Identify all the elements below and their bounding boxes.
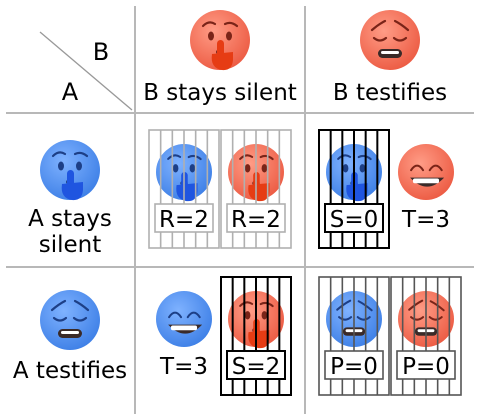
row-header-label-line-2: silent [39, 232, 102, 258]
column-header-b-silent: B stays silent [143, 10, 297, 106]
sentence-label: R=2 [231, 207, 281, 233]
sentence-label: T=3 [159, 354, 208, 380]
outcome-cell-r1-c1: R=2 R=2 [148, 129, 292, 249]
prisoner-b: S=2 [220, 276, 292, 396]
outcome-cell-r2-c2: P=0 P=0 [318, 276, 462, 396]
sentence-label: P=0 [402, 354, 450, 380]
row-header-a-silent: A stays silent [28, 140, 112, 258]
prisoner-b: T=3 [398, 144, 454, 233]
grin-face-icon [156, 291, 212, 347]
face-features [410, 164, 445, 187]
corner-label-a: A [62, 78, 79, 106]
row-header-label: A testifies [13, 358, 127, 384]
face-circle [360, 10, 420, 70]
sentence-label-box [226, 203, 286, 233]
sentence-label: T=3 [401, 207, 450, 233]
sentence-label: S=0 [330, 207, 379, 233]
face-circle [40, 290, 100, 350]
sentence-label-box [396, 350, 456, 380]
sentence-label: P=0 [330, 354, 378, 380]
b-silent-face-icon [190, 10, 250, 71]
face-features [370, 19, 410, 58]
prisoner-a: R=2 [148, 129, 220, 249]
row-header-a-testifies: A testifies [13, 290, 127, 384]
jail-cage [220, 276, 292, 396]
prisoner-a: P=0 [318, 276, 390, 396]
sentence-label-box [324, 350, 384, 380]
outcome-cell-r1-c2: S=0 T=3 [318, 129, 454, 249]
grin-face-icon [398, 144, 454, 200]
face-circle [398, 144, 454, 200]
prisoner-b: P=0 [390, 276, 462, 396]
sentence-label-box [154, 203, 214, 233]
prisoner-b: R=2 [220, 129, 292, 249]
shush-finger-icon [61, 170, 83, 201]
sentence-label: R=2 [159, 207, 209, 233]
sentence-label-box [324, 203, 384, 233]
face-features [168, 311, 203, 334]
face-features [50, 299, 90, 338]
sentence-label: S=2 [232, 354, 281, 380]
row-header-label-line-1: A stays [28, 206, 112, 232]
prisoner-a: S=0 [318, 129, 390, 249]
b-testifies-face-icon [360, 10, 420, 70]
corner-diagonal [39, 31, 133, 111]
shush-finger-icon [211, 40, 233, 71]
sentence-label-box [226, 350, 286, 380]
corner-label-b: B [93, 38, 109, 66]
outcome-cell-r2-c1: T=3 S=2 [156, 276, 292, 396]
column-header-b-testifies: B testifies [333, 10, 447, 106]
prisoner-a: T=3 [156, 291, 212, 380]
face-circle [156, 291, 212, 347]
table-grid [6, 6, 474, 414]
column-header-label: B testifies [333, 80, 447, 106]
a-testifies-face-icon [40, 290, 100, 350]
column-header-label: B stays silent [143, 80, 297, 106]
a-silent-face-icon [40, 140, 100, 201]
